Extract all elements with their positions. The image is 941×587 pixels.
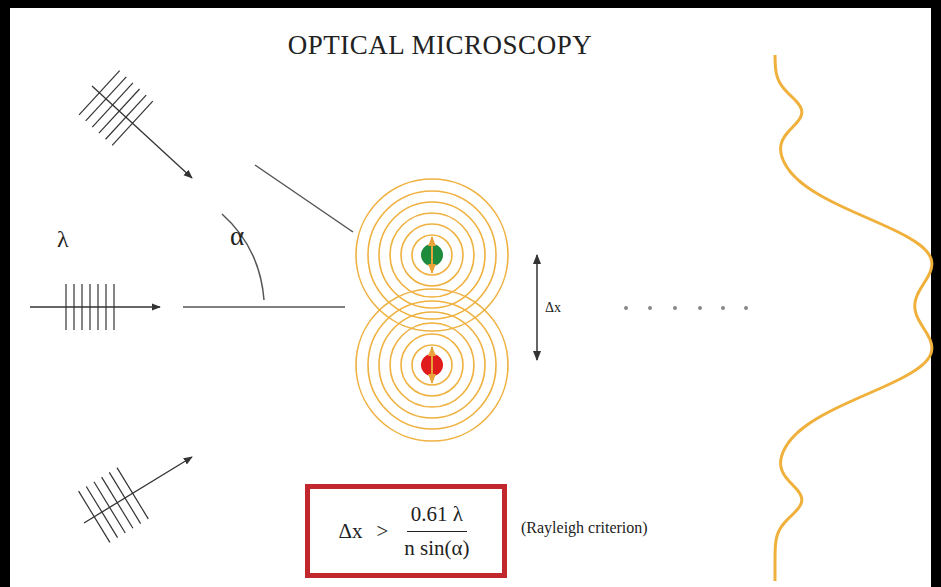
wavefront	[73, 284, 74, 330]
diffraction-rings	[356, 179, 508, 441]
wavefront	[97, 284, 98, 330]
wavefront	[106, 95, 147, 139]
aperture-edge	[255, 165, 353, 232]
wavefront	[113, 284, 114, 330]
wavefront	[112, 101, 153, 145]
dot	[648, 306, 652, 310]
wavefront	[105, 284, 106, 330]
formula-term: >	[376, 519, 388, 544]
wavefront	[99, 89, 140, 133]
dipole-arrow	[431, 237, 433, 273]
dot	[698, 306, 702, 310]
distance-label: Δx	[545, 300, 561, 315]
wave-ring	[379, 202, 485, 308]
wave-ring	[401, 224, 463, 286]
wave-ring	[390, 323, 474, 407]
ellipsis-dots	[624, 306, 748, 310]
wavefront	[86, 77, 127, 121]
propagation-arrow	[30, 306, 160, 307]
wave-ring	[412, 345, 452, 385]
wavefront	[81, 284, 82, 330]
criterion-note: (Rayleigh criterion)	[521, 519, 648, 537]
wave-ring	[412, 235, 452, 275]
aperture-angle	[183, 165, 353, 307]
wavefront	[92, 83, 133, 127]
propagation-arrow	[84, 457, 192, 523]
wave-ring	[356, 289, 508, 441]
dipole-arrow	[431, 347, 433, 383]
title: OPTICAL MICROSCOPY	[288, 31, 592, 61]
denominator: n sin(α)	[400, 532, 473, 561]
dot	[721, 306, 725, 310]
formula-lhs: Δx >	[338, 519, 388, 544]
wave-ring	[368, 191, 496, 319]
optical-axis	[183, 306, 345, 308]
wave-ring	[368, 301, 496, 429]
dot	[673, 306, 677, 310]
fraction: 0.61 λn sin(α)	[400, 502, 473, 561]
wavefront	[89, 284, 90, 330]
intensity-profile	[775, 55, 932, 581]
formula-term: Δx	[338, 519, 362, 544]
numerator: 0.61 λ	[407, 502, 467, 532]
wave-ring	[356, 179, 508, 331]
wavelength-symbol: λ	[57, 226, 69, 252]
wave-ring	[390, 213, 474, 297]
white-panel	[10, 8, 931, 587]
distance-arrow	[536, 255, 538, 360]
wavefront	[79, 71, 120, 115]
angle-symbol: α	[230, 222, 244, 252]
incident-waves	[30, 71, 192, 543]
wavefront	[117, 468, 148, 519]
wave-ring	[401, 334, 463, 396]
propagation-arrow	[92, 86, 192, 178]
emitters	[421, 237, 443, 383]
wave-ring	[379, 312, 485, 418]
dot	[624, 306, 628, 310]
dot	[744, 306, 748, 310]
angle-arc	[222, 214, 264, 300]
wavefront	[65, 284, 66, 330]
formula-box: Δx >0.61 λn sin(α)	[305, 484, 507, 578]
